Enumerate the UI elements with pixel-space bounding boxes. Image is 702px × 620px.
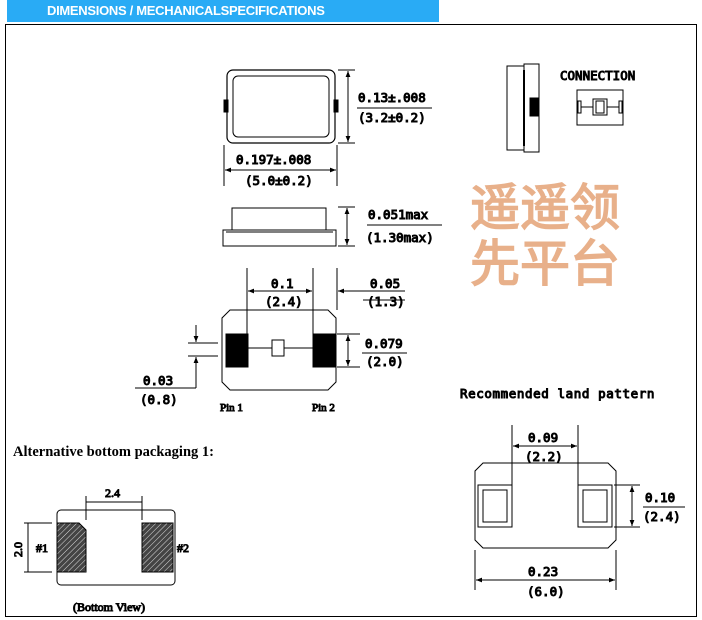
top-view bbox=[223, 69, 432, 186]
gap-mm: (0.8) bbox=[140, 392, 178, 407]
side-view bbox=[222, 206, 442, 247]
bottom-view bbox=[135, 268, 407, 391]
top-height-in: 0.13±.008 bbox=[358, 90, 426, 105]
pad-height-mm: (2.0) bbox=[366, 354, 404, 369]
alt-width: 2.4 bbox=[105, 486, 120, 500]
watermark: 遥遥领先平台 bbox=[470, 179, 620, 293]
gap-in: 0.03 bbox=[143, 373, 173, 388]
end-view bbox=[506, 63, 540, 153]
top-height-mm: (3.2±0.2) bbox=[358, 110, 426, 125]
land-total-in: 0.23 bbox=[528, 564, 558, 579]
land-pad-in: 0.10 bbox=[645, 490, 675, 505]
pitch-mm: (2.4) bbox=[265, 294, 303, 309]
crystal-symbol-icon bbox=[576, 89, 624, 126]
land-pad-mm: (2.4) bbox=[643, 509, 681, 524]
top-width-mm: (5.0±0.2) bbox=[245, 173, 313, 188]
bottom-view-caption: (Bottom View) bbox=[73, 600, 145, 614]
land-total-mm: (6.0) bbox=[527, 584, 565, 599]
pin1-label: Pin 1 bbox=[220, 402, 243, 414]
land-gap-mm: (2.2) bbox=[525, 449, 563, 464]
edge-in: 0.05 bbox=[370, 276, 400, 291]
land-pattern bbox=[474, 425, 685, 590]
land-gap-in: 0.09 bbox=[528, 430, 558, 445]
drawing-frame bbox=[5, 24, 697, 617]
pad1-label: #1 bbox=[36, 541, 48, 555]
top-width-in: 0.197±.008 bbox=[236, 152, 311, 167]
pad-height-in: 0.079 bbox=[365, 336, 403, 351]
alternative-title: Alternative bottom packaging 1: bbox=[13, 444, 214, 460]
pad2-label: #2 bbox=[177, 541, 189, 555]
land-pattern-title: Recommended land pattern bbox=[460, 386, 655, 401]
edge-mm: (1.3) bbox=[367, 294, 405, 309]
section-header: DIMENSIONS / MECHANICALSPECIFICATIONS bbox=[7, 0, 439, 22]
alt-height: 2.0 bbox=[11, 542, 25, 557]
alternative-bottom-view bbox=[24, 496, 176, 586]
side-thickness-mm: (1.30max) bbox=[366, 230, 434, 245]
pin2-label: Pin 2 bbox=[312, 402, 335, 414]
pitch-in: 0.1 bbox=[271, 276, 294, 291]
side-thickness-in: 0.051max bbox=[368, 207, 429, 222]
connection-label: CONNECTION bbox=[560, 68, 635, 83]
